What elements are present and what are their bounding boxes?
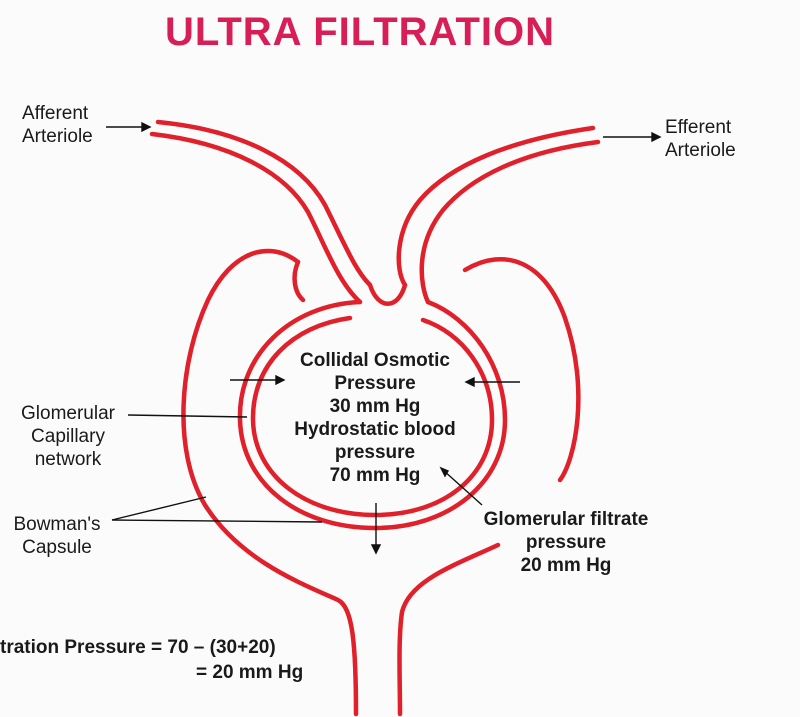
capsule-pointer-lower [111, 519, 323, 523]
afferent-arteriole-outer [155, 119, 373, 288]
left-arrowhead [275, 374, 286, 386]
formula-line2: = 20 mm Hg [196, 662, 304, 683]
capillary-pointer [127, 414, 248, 418]
bowmans-capsule-label: Bowman's Capsule [2, 513, 112, 559]
efferent-arrowhead [651, 131, 662, 143]
bowmans-capsule-left [181, 248, 359, 717]
right-arrowhead [464, 376, 475, 388]
filtrate-pressure-label: Glomerular filtrate pressure 20 mm Hg [466, 508, 666, 577]
filtrate-line2: pressure [525, 532, 607, 553]
bowmans-capsule-right-lower [397, 542, 501, 717]
efferent-arteriole-inner [419, 139, 601, 305]
efferent-arteriole-outer [396, 125, 596, 288]
arteriole-loop [367, 282, 408, 306]
pressure-line1: Collidal Osmotic [300, 350, 450, 371]
vessel-lines [149, 119, 601, 717]
afferent-label-line2: Arteriole [22, 126, 93, 147]
formula-line1: tration Pressure = 70 – (30+20) [0, 637, 276, 658]
pointer-lines [106, 121, 662, 555]
glomerulus-outer-ring [237, 299, 508, 531]
afferent-label: Afferent Arteriole [22, 102, 93, 148]
efferent-label-line1: Efferent [665, 117, 732, 138]
afferent-label-line1: Afferent [22, 103, 89, 124]
glomerulus-inner-ring [250, 315, 495, 518]
capsule-label-line1: Bowman's [13, 514, 101, 535]
pressure-line2: Pressure [334, 373, 416, 394]
down-arrowhead [370, 544, 382, 555]
page-title: ULTRA FILTRATION [165, 10, 555, 54]
efferent-label: Efferent Arteriole [665, 116, 736, 162]
pressure-line6: 70 mm Hg [329, 465, 421, 486]
efferent-label-line2: Arteriole [665, 140, 736, 161]
glomerular-capillary-label: Glomerular Capillary network [10, 402, 126, 471]
filtrate-arrowhead [439, 466, 450, 478]
bowmans-capsule-inner-left [292, 259, 306, 303]
filtrate-pointer [442, 469, 483, 506]
capsule-label-line2: Capsule [22, 537, 92, 558]
bowmans-capsule-right [462, 256, 581, 483]
capsule-pointer-upper [111, 496, 207, 521]
capillary-label-line2: Capillary [31, 426, 105, 447]
pressure-values: Collidal Osmotic Pressure 30 mm Hg Hydro… [270, 349, 480, 487]
afferent-arrowhead [141, 121, 152, 133]
pressure-line5: pressure [334, 442, 416, 463]
filtrate-line1: Glomerular filtrate [483, 509, 649, 530]
capillary-label-line3: network [34, 449, 102, 470]
afferent-arteriole-inner [149, 131, 363, 305]
pressure-line4: Hydrostatic blood [294, 419, 456, 440]
pressure-line3: 30 mm Hg [329, 396, 421, 417]
capillary-label-line1: Glomerular [21, 403, 115, 424]
filtrate-line3: 20 mm Hg [520, 555, 612, 576]
